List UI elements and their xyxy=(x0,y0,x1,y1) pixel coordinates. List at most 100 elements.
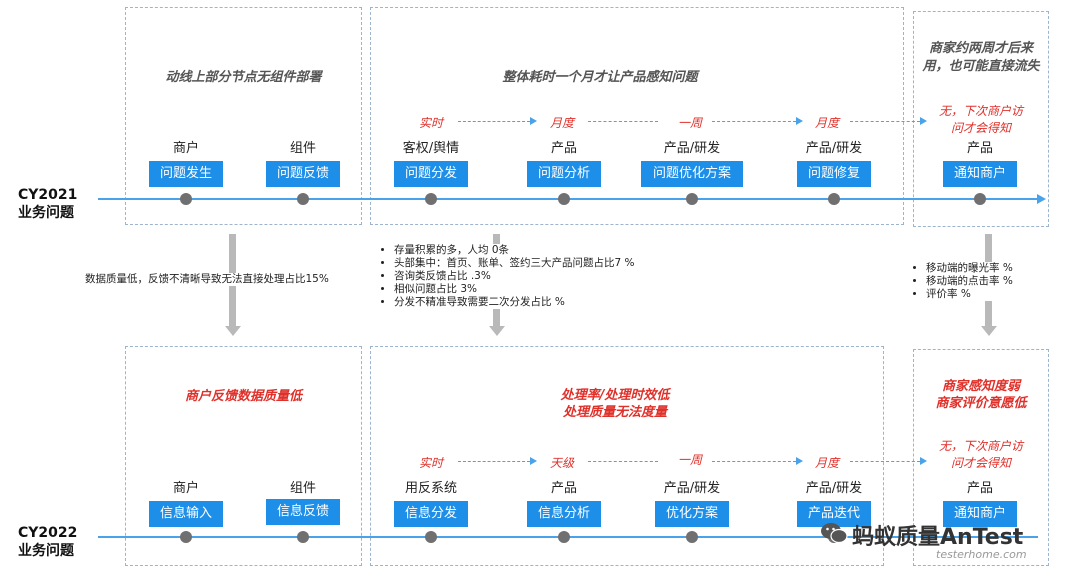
cy2022-year-label: CY2022 业务问题 xyxy=(18,524,77,560)
cy2021-year-label: CY2021 业务问题 xyxy=(18,186,77,222)
center-bullet-4: 相似问题占比 3% xyxy=(394,283,710,296)
cy2022-box-merchant-component xyxy=(125,346,362,566)
cy2022-dash-arrow-4-head xyxy=(920,457,927,465)
cy2021-box3-title: 商家约两周才后来用，也可能直接流失 xyxy=(922,41,1040,74)
cy2021-action-problem-dispatch: 问题分发 xyxy=(394,161,468,187)
cy2022-action-product-iterate: 产品迭代 xyxy=(797,501,871,527)
cy2022-box1-title: 商户反馈数据质量低 xyxy=(184,389,302,404)
center-bullet-3: 咨询类反馈占比 .3% xyxy=(394,270,710,283)
cy2022-box3-red-note: 无，下次商户访问才会得知 xyxy=(938,439,1023,470)
cy2021-dash-arrow-4 xyxy=(850,121,920,122)
cy2022-dash-arrow-3 xyxy=(712,461,796,462)
cy2021-node-1 xyxy=(180,193,192,205)
cy2022-freq-3: 一周 xyxy=(678,453,703,467)
cy2022-freq-2: 天级 xyxy=(550,456,575,470)
cy2021-node-3 xyxy=(425,193,437,205)
cy2021-role-4: 产品 xyxy=(550,141,577,156)
cy2021-dash-arrow-1-head xyxy=(530,117,537,125)
cy2022-dash-arrow-1 xyxy=(458,461,530,462)
center-bullet-2: 头部集中：首页、账单、签约三大产品问题占比7 % xyxy=(394,257,710,270)
cy2022-role-1: 商户 xyxy=(172,481,199,496)
center-bullets: 存量积累的多，人均 0条 头部集中：首页、账单、签约三大产品问题占比7 % 咨询… xyxy=(380,244,710,309)
cy2021-box3-red-note: 无，下次商户访问才会得知 xyxy=(938,104,1023,135)
center-bullet-list: 存量积累的多，人均 0条 头部集中：首页、账单、签约三大产品问题占比7 % 咨询… xyxy=(380,244,710,309)
cy2021-action-problem-analysis: 问题分析 xyxy=(527,161,601,187)
cy2021-action-notify-merchant: 通知商户 xyxy=(943,161,1017,187)
cy2021-freq-4: 月度 xyxy=(815,116,840,130)
cy2022-role-7: 产品 xyxy=(966,481,993,496)
cy2021-dash-arrow-3 xyxy=(712,121,796,122)
cy2022-node-2 xyxy=(297,531,309,543)
cy2021-node-7 xyxy=(974,193,986,205)
cy2022-node-1 xyxy=(180,531,192,543)
center-down-arrow-head xyxy=(489,326,505,336)
cy2021-business-label: 业务问题 xyxy=(18,205,74,221)
watermark-site: testerhome.com xyxy=(936,548,1027,561)
cy2021-dash-arrow-4-head xyxy=(920,117,927,125)
cy2022-dash-arrow-4 xyxy=(850,461,920,462)
cy2022-role-4: 产品 xyxy=(550,481,577,496)
right-bullets: 移动端的曝光率 % 移动端的点击率 % 评价率 % xyxy=(912,262,1052,301)
cy2022-node-4 xyxy=(558,531,570,543)
cy2021-box1-title: 动线上部分节点无组件部署 xyxy=(165,70,322,85)
cy2021-role-3: 客权/舆情 xyxy=(402,141,460,156)
cy2022-freq-4: 月度 xyxy=(815,456,840,470)
cy2022-box2-title-line1: 处理率/处理时效低 xyxy=(560,388,670,403)
cy2022-business-label: 业务问题 xyxy=(18,543,74,559)
cy2021-freq-3: 一周 xyxy=(678,116,703,130)
cy2021-box2-title: 整体耗时一个月才让产品感知问题 xyxy=(502,70,698,85)
right-bullet-3: 评价率 % xyxy=(926,288,1052,301)
cy2021-role-7: 产品 xyxy=(966,141,993,156)
left-note: 数据质量低，反馈不清晰导致无法直接处理占比15% xyxy=(85,273,375,286)
right-bullet-list: 移动端的曝光率 % 移动端的点击率 % 评价率 % xyxy=(912,262,1052,301)
cy2022-box-notify xyxy=(913,349,1049,566)
cy2021-timeline-arrowhead xyxy=(1037,194,1046,204)
cy2021-role-5: 产品/研发 xyxy=(663,141,721,156)
cy2021-action-optimize-plan: 问题优化方案 xyxy=(641,161,743,187)
cy2021-dash-arrow-1 xyxy=(458,121,530,122)
cy2021-action-problem-fix: 问题修复 xyxy=(797,161,871,187)
cy2022-box3-title-line2: 商家评价意愿低 xyxy=(935,396,1027,411)
cy2022-action-info-dispatch: 信息分发 xyxy=(394,501,468,527)
cy2022-role-3: 用反系统 xyxy=(404,481,457,496)
cy2022-box2-title-line2: 处理质量无法度量 xyxy=(562,405,667,420)
cy2022-box-process xyxy=(370,346,884,566)
cy2021-node-4 xyxy=(558,193,570,205)
cy2021-role-2: 组件 xyxy=(289,141,316,156)
cy2021-role-1: 商户 xyxy=(172,141,199,156)
watermark-brand: 蚂蚁质量AnTest xyxy=(852,525,1024,550)
cy2022-action-info-feedback: 信息反馈 xyxy=(266,499,340,525)
wechat-icon xyxy=(820,521,848,545)
cy2021-box-notify xyxy=(913,11,1049,227)
cy2022-action-notify-merchant: 通知商户 xyxy=(943,501,1017,527)
cy2021-action-problem-occur: 问题发生 xyxy=(149,161,223,187)
cy2021-year: CY2021 xyxy=(18,187,78,203)
cy2021-dash-arrow-3-head xyxy=(796,117,803,125)
cy2022-role-5: 产品/研发 xyxy=(663,481,721,496)
right-bullet-1: 移动端的曝光率 % xyxy=(926,262,1052,275)
cy2022-freq-1: 实时 xyxy=(419,456,444,470)
cy2021-node-6 xyxy=(828,193,840,205)
cy2021-freq-1: 实时 xyxy=(419,116,444,130)
cy2021-freq-2: 月度 xyxy=(550,116,575,130)
cy2022-role-6: 产品/研发 xyxy=(805,481,863,496)
cy2021-node-5 xyxy=(686,193,698,205)
cy2021-box-merchant-component xyxy=(125,7,362,225)
left-down-arrow-head xyxy=(225,326,241,336)
cy2022-action-optimize-plan: 优化方案 xyxy=(655,501,729,527)
cy2021-role-6: 产品/研发 xyxy=(805,141,863,156)
cy2022-box3-title-line1: 商家感知度弱 xyxy=(941,379,1020,394)
cy2022-dash-arrow-3-head xyxy=(796,457,803,465)
right-bullet-2: 移动端的点击率 % xyxy=(926,275,1052,288)
cy2022-year: CY2022 xyxy=(18,525,78,541)
cy2022-dash-arrow-2 xyxy=(588,461,658,462)
cy2022-node-5 xyxy=(686,531,698,543)
center-bullet-1: 存量积累的多，人均 0条 xyxy=(394,244,710,257)
cy2021-box-process xyxy=(370,7,904,225)
cy2021-dash-arrow-2 xyxy=(588,121,658,122)
center-bullet-5: 分发不精准导致需要二次分发占比 % xyxy=(394,296,710,309)
cy2022-action-info-input: 信息输入 xyxy=(149,501,223,527)
cy2021-action-problem-feedback: 问题反馈 xyxy=(266,161,340,187)
right-down-arrow-head xyxy=(981,326,997,336)
cy2022-role-2: 组件 xyxy=(289,481,316,496)
